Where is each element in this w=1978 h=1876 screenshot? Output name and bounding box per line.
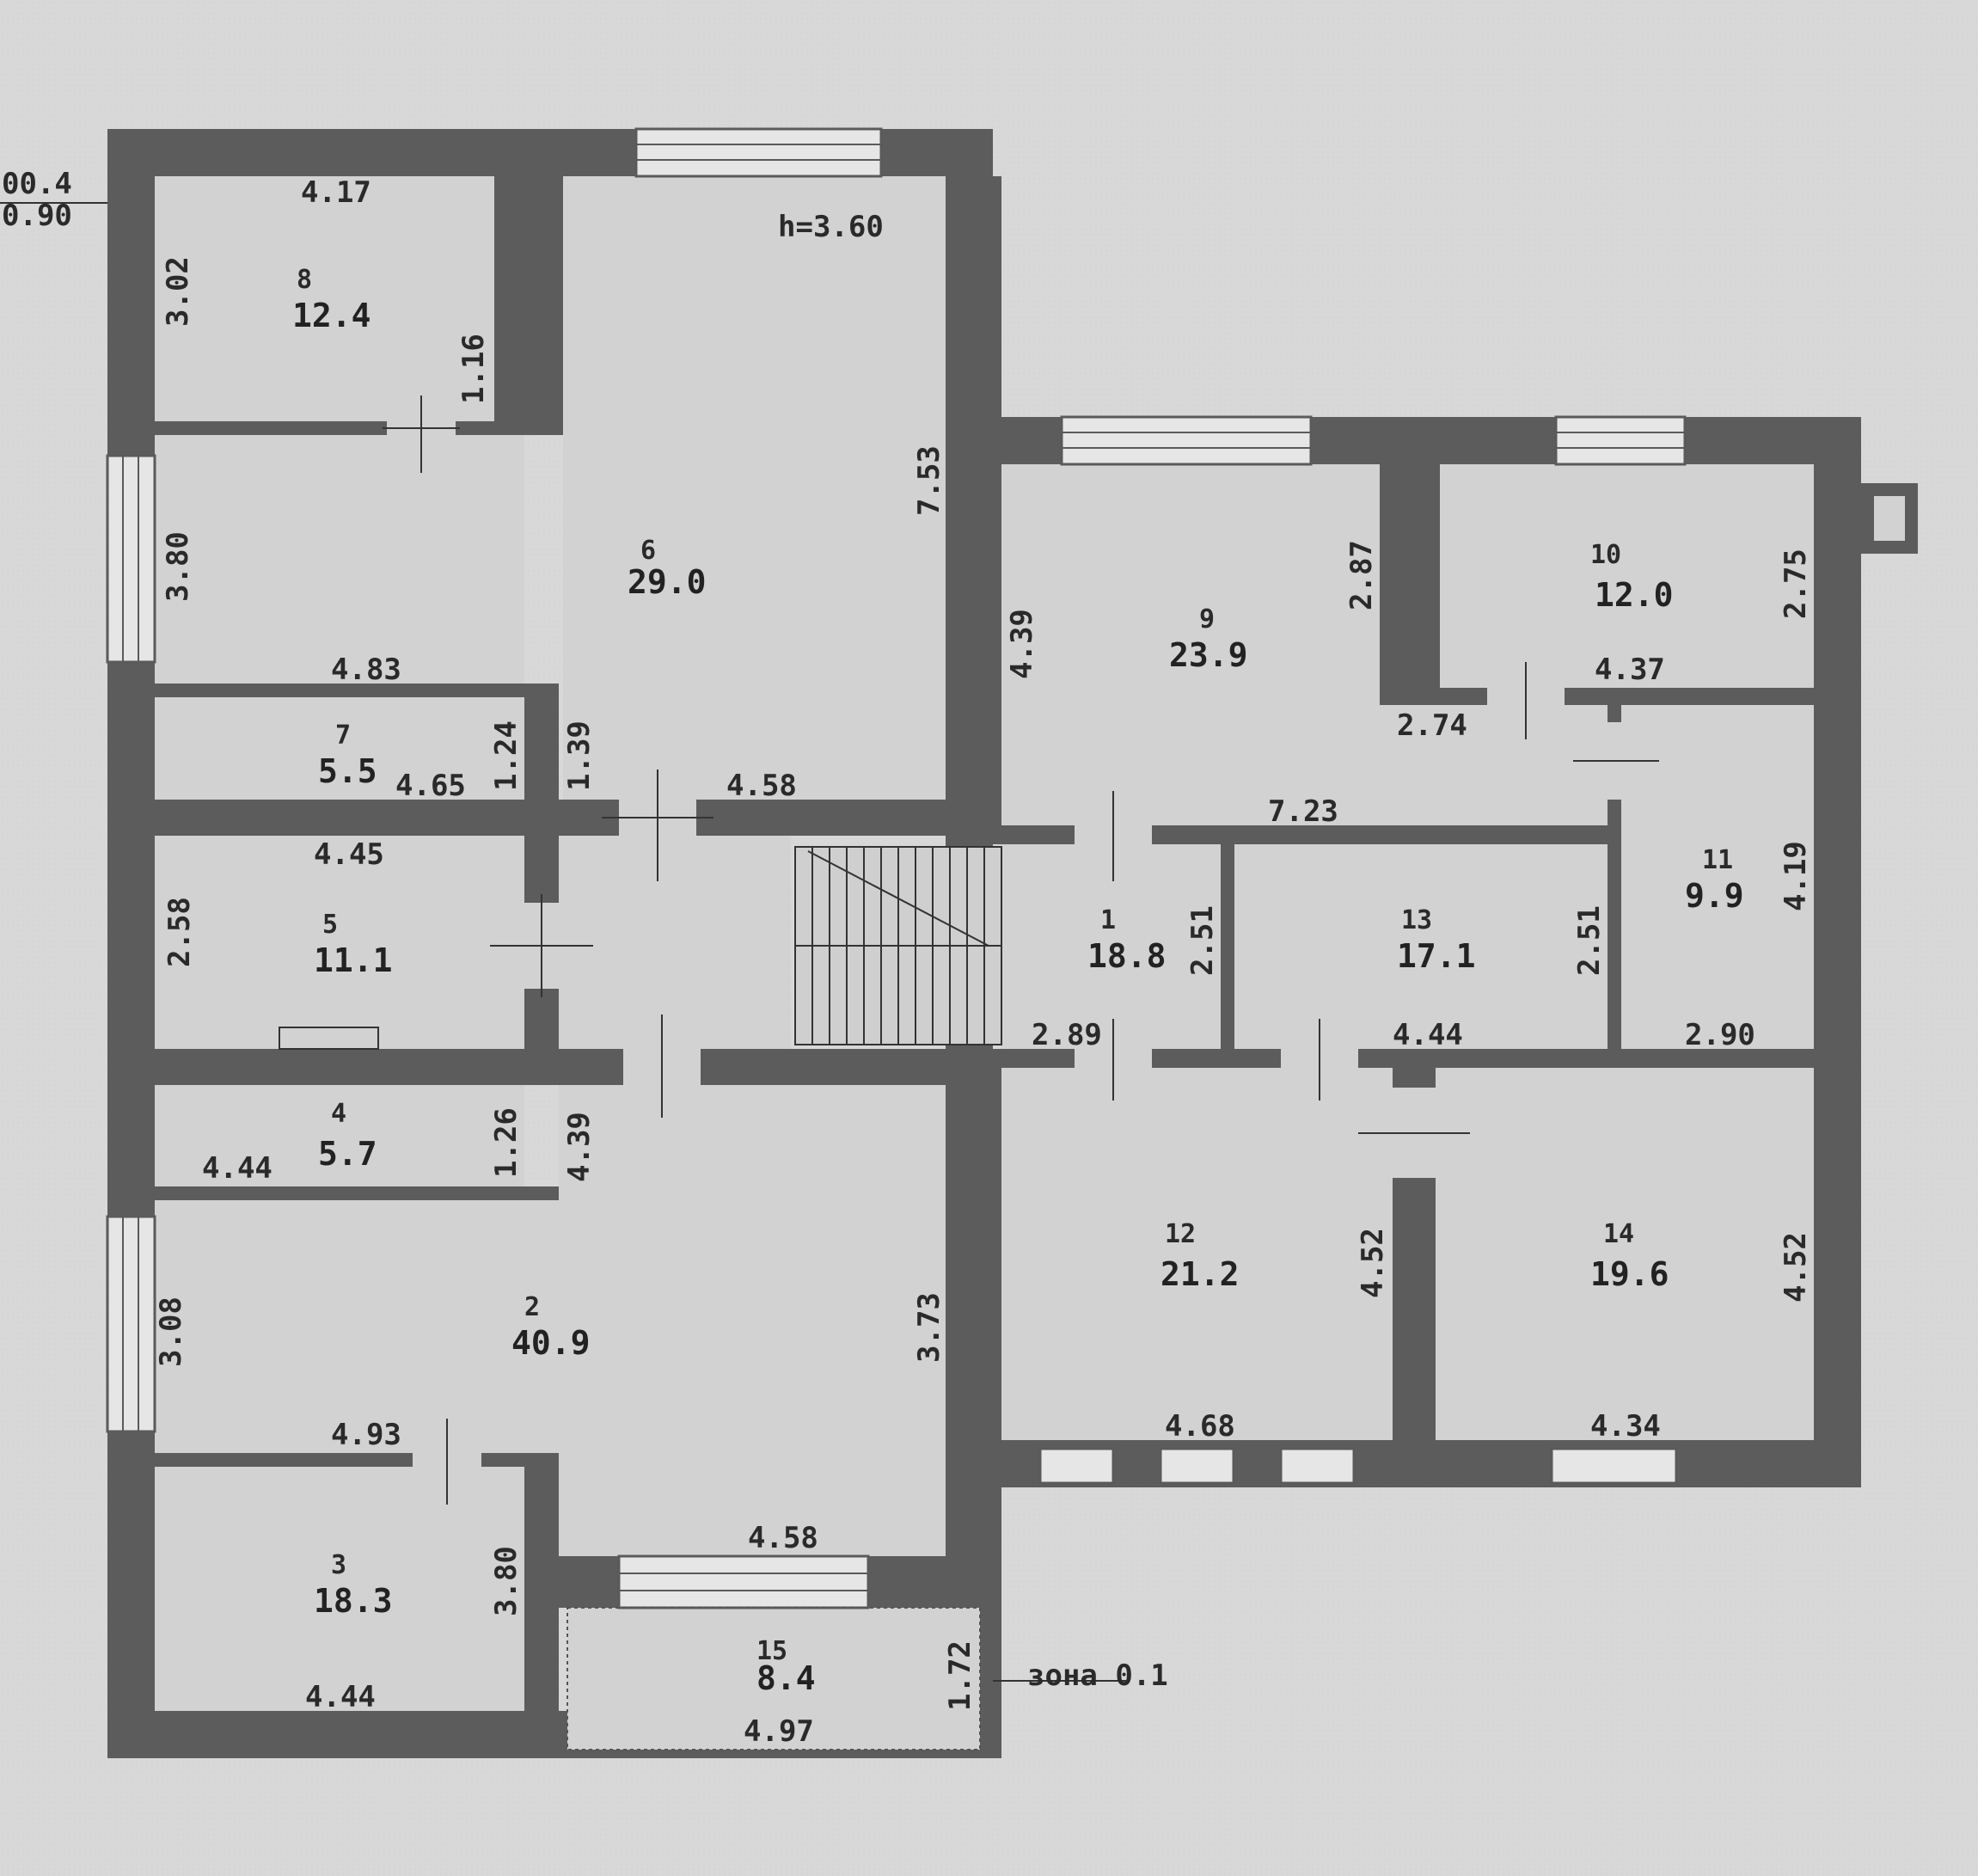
dimension: 3.80: [161, 531, 195, 602]
dimension: 7.23: [1268, 794, 1338, 829]
room-15-boundary: [566, 1607, 981, 1750]
built-in-cabinet: [279, 1027, 379, 1050]
dimension: 3.73: [912, 1292, 946, 1363]
room-area: 21.2: [1160, 1255, 1240, 1293]
dimension: 4.52: [1779, 1232, 1813, 1303]
level-label: зона 0.1: [1027, 1658, 1168, 1693]
dimension: 4.52: [1356, 1228, 1390, 1298]
room-area: 29.0: [628, 563, 707, 601]
corner-label-bottom: 0.90: [2, 199, 72, 233]
room-number: 13: [1401, 905, 1432, 935]
dimension: 2.75: [1779, 549, 1813, 619]
room-number: 14: [1603, 1219, 1634, 1249]
dimension: 2.74: [1397, 708, 1467, 743]
room-number: 1: [1100, 905, 1116, 935]
dimension: 4.39: [1005, 609, 1039, 679]
dimension: 4.45: [314, 837, 384, 872]
dimension: 4.65: [395, 769, 466, 803]
dimension: 4.58: [748, 1521, 818, 1555]
room-number: 12: [1165, 1219, 1196, 1249]
dimension: 3.80: [489, 1546, 524, 1616]
dimension: 4.17: [301, 175, 371, 210]
doors: [383, 395, 1659, 1505]
staircase: [794, 846, 1002, 1045]
dimension: 1.72: [943, 1640, 977, 1711]
room-number: 9: [1199, 604, 1215, 635]
room-area: 18.3: [314, 1582, 393, 1620]
dimension: 4.68: [1165, 1409, 1235, 1444]
room-number: 10: [1590, 540, 1621, 570]
ceiling-height: h=3.60: [778, 210, 884, 244]
room-area: 9.9: [1685, 877, 1744, 915]
dimension: 1.39: [562, 720, 597, 791]
dimension: 4.93: [331, 1418, 401, 1452]
dimension: 3.08: [154, 1297, 188, 1367]
dimension: 1.16: [456, 334, 491, 404]
room-number: 8: [297, 265, 312, 295]
room-area: 5.7: [318, 1135, 377, 1173]
room-number: 6: [640, 536, 656, 566]
room-area: 11.1: [314, 941, 393, 979]
windows: [106, 127, 1687, 1609]
corner-label-top: 00.4: [2, 167, 72, 201]
dimension: 2.58: [162, 897, 197, 967]
room-area: 12.0: [1595, 576, 1674, 614]
room-number: 3: [331, 1550, 346, 1580]
room-number: 7: [335, 720, 351, 751]
room-area: 12.4: [292, 297, 371, 334]
dimension: 4.39: [562, 1112, 597, 1182]
dimension: 2.51: [1572, 905, 1607, 976]
room-number: 15: [756, 1636, 787, 1666]
dimension: 1.24: [489, 720, 524, 791]
room-number: 11: [1702, 845, 1733, 875]
room-area: 17.1: [1397, 937, 1476, 975]
dimension: 4.44: [202, 1151, 273, 1186]
room-floors: [155, 176, 1814, 1750]
room-area: 5.5: [318, 752, 377, 790]
room-number: 5: [322, 910, 338, 940]
dimension: 4.37: [1595, 653, 1665, 687]
dimension: 4.44: [305, 1680, 376, 1714]
dimension: 4.44: [1393, 1018, 1463, 1052]
dimension: 4.19: [1779, 841, 1813, 911]
text-labels: h=3.60 зона 0.1 00.4 0.90 8 12.4 6 29.0 …: [2, 167, 1813, 1749]
dimension: 4.58: [726, 769, 797, 803]
room-area: 18.8: [1087, 937, 1167, 975]
dimension: 4.34: [1590, 1409, 1661, 1444]
dimension: 7.53: [912, 445, 946, 516]
room-area: 8.4: [756, 1659, 816, 1697]
room-area: 23.9: [1169, 636, 1248, 674]
room-number: 2: [524, 1292, 540, 1322]
dimension: 2.89: [1032, 1018, 1102, 1052]
dimension: 3.02: [161, 256, 195, 327]
dimension: 2.90: [1685, 1018, 1755, 1052]
room-number: 4: [331, 1099, 346, 1129]
dimension: 4.83: [331, 653, 401, 687]
room-area: 19.6: [1590, 1255, 1669, 1293]
room-area: 40.9: [511, 1324, 591, 1362]
dimension: 2.87: [1344, 540, 1379, 610]
dimension: 4.97: [744, 1714, 814, 1749]
dimension: 1.26: [489, 1107, 524, 1178]
dimension: 2.51: [1185, 905, 1220, 976]
